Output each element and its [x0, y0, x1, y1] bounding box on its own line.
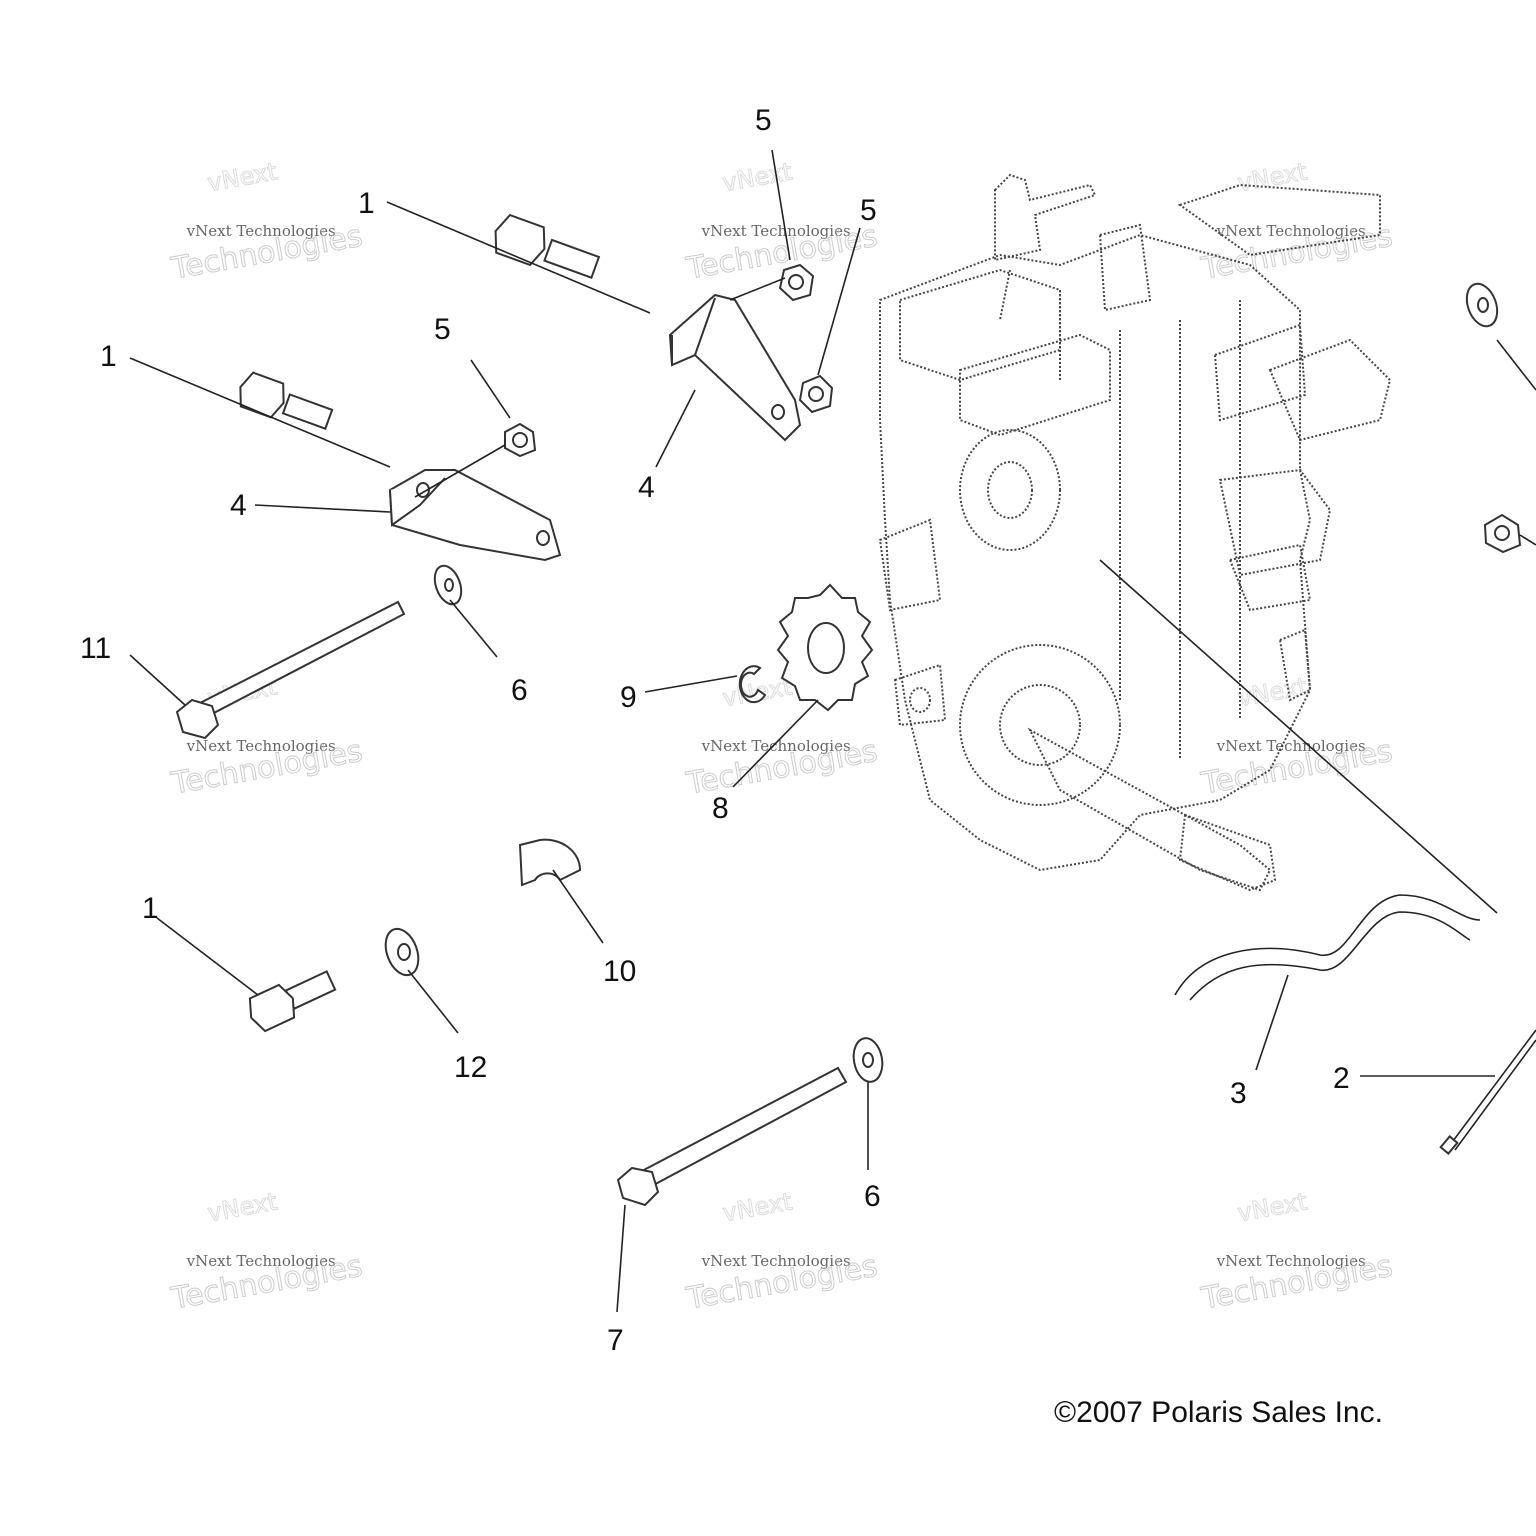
bolt-1-top	[494, 213, 601, 279]
callout-5: 5	[755, 104, 772, 137]
callout-6: 6	[511, 674, 528, 707]
watermark-text: vNext Technologies	[1216, 737, 1366, 755]
watermark-tiny: vNext	[205, 157, 279, 197]
washer-6-left	[433, 564, 463, 606]
bolt-1-bottom	[248, 970, 337, 1033]
watermark-text: vNext Technologies	[701, 737, 851, 755]
callout-8: 8	[712, 792, 729, 825]
nut-right-edge	[1483, 513, 1522, 554]
watermark-tiny: vNext	[1235, 1187, 1309, 1227]
spacer-10	[518, 838, 582, 887]
callout-labels: 1 1 1 2 3 4 4 5 5 5 6 6 7 8 9 10 11 12	[80, 104, 1350, 1357]
transmission-housing	[878, 173, 1392, 892]
callout-1: 1	[100, 340, 117, 373]
callout-5: 5	[860, 194, 877, 227]
watermark-text: vNext Technologies	[186, 1252, 336, 1270]
watermark-text: vNext Technologies	[1216, 222, 1366, 240]
bracket-4-top	[668, 293, 802, 442]
clip-9	[738, 665, 767, 704]
callout-9: 9	[620, 681, 637, 714]
washer-6-right	[852, 1037, 884, 1083]
hose-3	[1174, 894, 1481, 1001]
callout-2: 2	[1333, 1062, 1350, 1095]
watermark-group: vNext vNext Technologies Technologies vN…	[168, 157, 1396, 1317]
washer-12	[384, 927, 420, 977]
watermark-tiny: vNext	[205, 1187, 279, 1227]
callout-4: 4	[638, 471, 655, 504]
watermark-tiny: vNext	[720, 1187, 794, 1227]
callout-7: 7	[607, 1324, 624, 1357]
nut-5-top	[778, 263, 815, 302]
watermark-text: vNext Technologies	[186, 222, 336, 240]
watermark-text: vNext Technologies	[701, 222, 851, 240]
bolt-1-mid	[239, 371, 334, 430]
leader-lines	[129, 149, 1536, 1313]
watermark-text: vNext Technologies	[186, 737, 336, 755]
cable-2	[1439, 1029, 1536, 1155]
nut-5-mid	[504, 422, 537, 458]
callout-10: 10	[603, 955, 636, 988]
long-bolt-7	[616, 1066, 848, 1207]
callout-6: 6	[864, 1180, 881, 1213]
callout-1: 1	[358, 187, 375, 220]
callout-11: 11	[80, 632, 111, 665]
watermark-text: vNext Technologies	[701, 1252, 851, 1270]
sprocket-8	[776, 583, 874, 712]
long-bolt-11	[175, 600, 406, 740]
callout-12: 12	[454, 1051, 487, 1084]
bracket-4-lower	[388, 469, 562, 562]
callout-4: 4	[230, 489, 247, 522]
callout-3: 3	[1230, 1077, 1247, 1110]
watermark-tiny: vNext	[1235, 672, 1309, 712]
watermark-tiny: vNext	[1235, 157, 1309, 197]
callout-5: 5	[434, 313, 451, 346]
copyright-text: ©2007 Polaris Sales Inc.	[1054, 1396, 1383, 1429]
callout-1: 1	[142, 892, 159, 925]
watermark-tiny: vNext	[720, 157, 794, 197]
nut-5-right	[798, 374, 834, 414]
washer-right-edge	[1465, 282, 1499, 328]
watermark-text: vNext Technologies	[1216, 1252, 1366, 1270]
